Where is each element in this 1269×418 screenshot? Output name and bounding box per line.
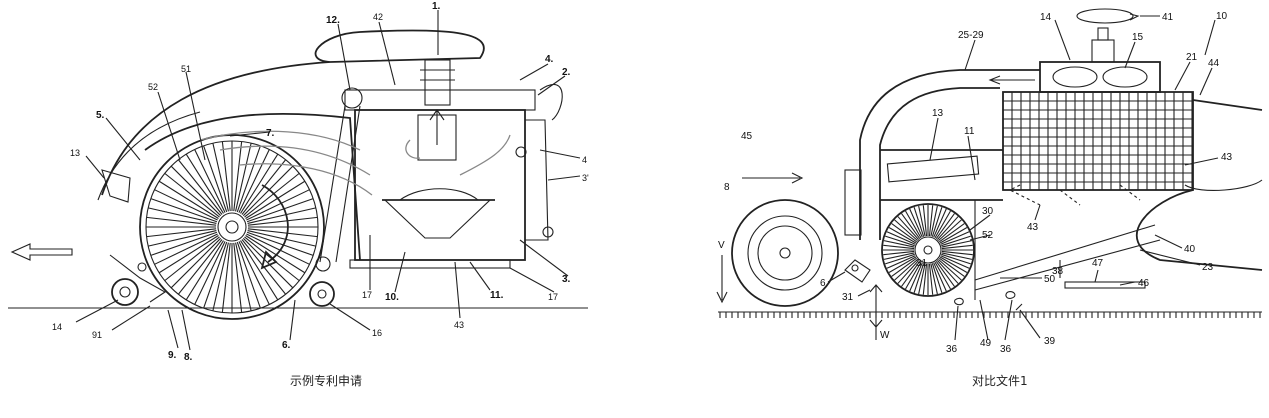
- label-right-44: 44: [1208, 58, 1220, 69]
- label-left-10: 10.: [385, 292, 399, 303]
- front-flap: [101, 169, 131, 203]
- rear-wheel: [309, 281, 335, 307]
- label-left-12: 12.: [326, 15, 340, 26]
- label-left-16: 16: [372, 328, 382, 338]
- right-patent-drawing: 41 10 14 15 25-29 21 44 13 11 45 43 43 8…: [716, 8, 1263, 355]
- outer-cover: [101, 29, 485, 196]
- front-wheel: [731, 199, 839, 307]
- label-right-43b: 43: [1027, 222, 1039, 233]
- label-right-25-29: 25-29: [958, 30, 984, 41]
- rotation-indicator: [1076, 8, 1134, 24]
- label-right-31a: 31: [916, 258, 928, 269]
- direction-arrow-45: [742, 172, 804, 184]
- label-left-51: 51: [181, 64, 191, 74]
- caption-left: 示例专利申请: [290, 374, 363, 388]
- label-left-42: 42: [373, 12, 383, 22]
- label-left-6: 6.: [282, 340, 291, 351]
- label-left-3p: 3': [582, 173, 589, 183]
- label-right-40: 40: [1184, 244, 1196, 255]
- actuator-cylinder: [886, 155, 980, 183]
- label-right-46: 46: [1138, 278, 1150, 289]
- label-left-91: 91: [92, 330, 102, 340]
- label-right-23: 23: [1202, 262, 1214, 273]
- label-left-17a: 17: [362, 290, 372, 300]
- label-right-39: 39: [1044, 336, 1056, 347]
- v-arrow: [716, 255, 728, 304]
- label-left-4b: 4: [582, 155, 587, 165]
- brush-housing: [144, 112, 361, 261]
- label-left-1: 1.: [432, 1, 441, 12]
- label-right-W: W: [880, 330, 890, 341]
- caption-right: 对比文件1: [972, 374, 1028, 388]
- suction-fan: [424, 59, 451, 106]
- label-left-2: 2.: [562, 67, 571, 78]
- label-left-9: 9.: [168, 350, 177, 361]
- label-right-8: 8: [724, 182, 730, 193]
- label-right-38: 38: [1052, 266, 1064, 277]
- pulley: [341, 87, 363, 109]
- label-right-6: 6: [820, 278, 826, 289]
- label-left-13: 13: [70, 148, 80, 158]
- label-left-7: 7.: [266, 128, 275, 139]
- label-right-41: 41: [1162, 12, 1174, 23]
- label-right-43a: 43: [1221, 152, 1233, 163]
- label-right-31b: 31: [842, 292, 854, 303]
- label-right-50: 50: [1044, 274, 1056, 285]
- label-right-52: 52: [982, 230, 994, 241]
- label-right-15: 15: [1132, 32, 1144, 43]
- label-right-13: 13: [932, 108, 944, 119]
- label-left-43: 43: [454, 320, 464, 330]
- label-left-17b: 17: [548, 292, 558, 302]
- air-duct: [859, 69, 1040, 240]
- fan-unit: [1039, 61, 1161, 93]
- label-right-36a: 36: [946, 344, 958, 355]
- body-outline: [1135, 99, 1263, 271]
- label-left-3: 3.: [562, 274, 571, 285]
- label-right-10: 10: [1216, 11, 1228, 22]
- front-wheel: [111, 278, 139, 306]
- label-left-14: 14: [52, 322, 62, 332]
- side-actuator: [844, 169, 862, 236]
- side-brush: [881, 203, 975, 297]
- travel-direction-arrow: [10, 243, 73, 261]
- scale-strip: [1064, 281, 1146, 289]
- label-left-11: 11.: [490, 290, 504, 301]
- top-frame: [344, 89, 536, 111]
- label-right-11: 11: [964, 126, 975, 137]
- label-left-52: 52: [148, 82, 158, 92]
- label-right-14: 14: [1040, 12, 1052, 23]
- label-left-5: 5.: [96, 110, 105, 121]
- w-measure: [869, 284, 883, 340]
- left-patent-drawing: 1. 42 12. 4. 2. 51 52 5. 7. 13 4 3' 3. 1…: [8, 1, 589, 363]
- label-right-V: V: [718, 240, 725, 251]
- label-right-47: 47: [1092, 258, 1104, 269]
- label-right-21: 21: [1186, 52, 1198, 63]
- label-left-8: 8.: [184, 352, 193, 363]
- label-left-4a: 4.: [545, 54, 554, 65]
- intake-ramp: [974, 224, 1156, 281]
- main-brush: [139, 134, 325, 320]
- label-right-36b: 36: [1000, 344, 1012, 355]
- label-right-49: 49: [980, 338, 992, 349]
- base-frame: [349, 259, 511, 269]
- label-right-45: 45: [741, 131, 753, 142]
- label-right-30: 30: [982, 206, 994, 217]
